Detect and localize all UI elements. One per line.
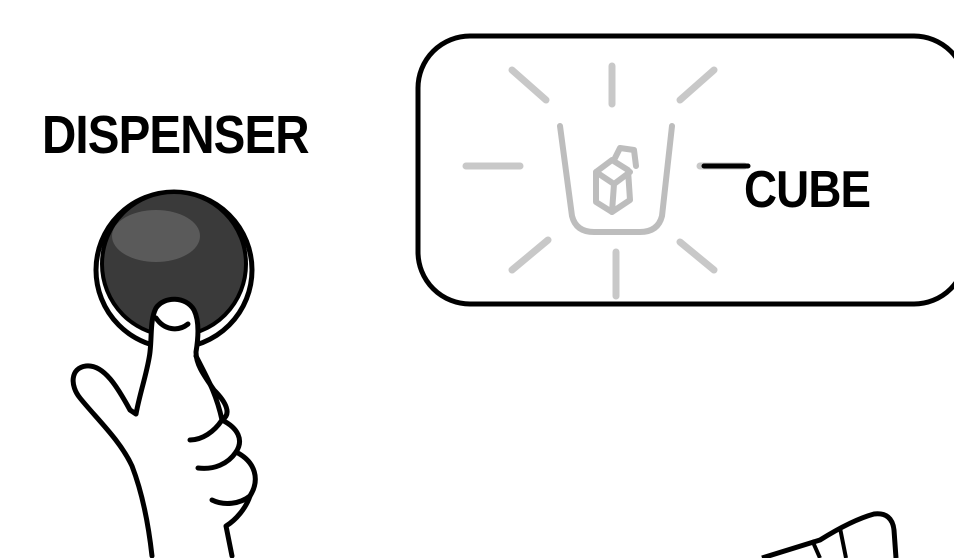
button-highlight (112, 210, 200, 262)
pressing-hand-icon (73, 299, 255, 556)
indicator-panel (418, 36, 954, 304)
ice-cube-cup-icon (560, 126, 672, 232)
cube-label: CUBE (744, 160, 870, 220)
bottom-right-partial-element (762, 514, 896, 558)
